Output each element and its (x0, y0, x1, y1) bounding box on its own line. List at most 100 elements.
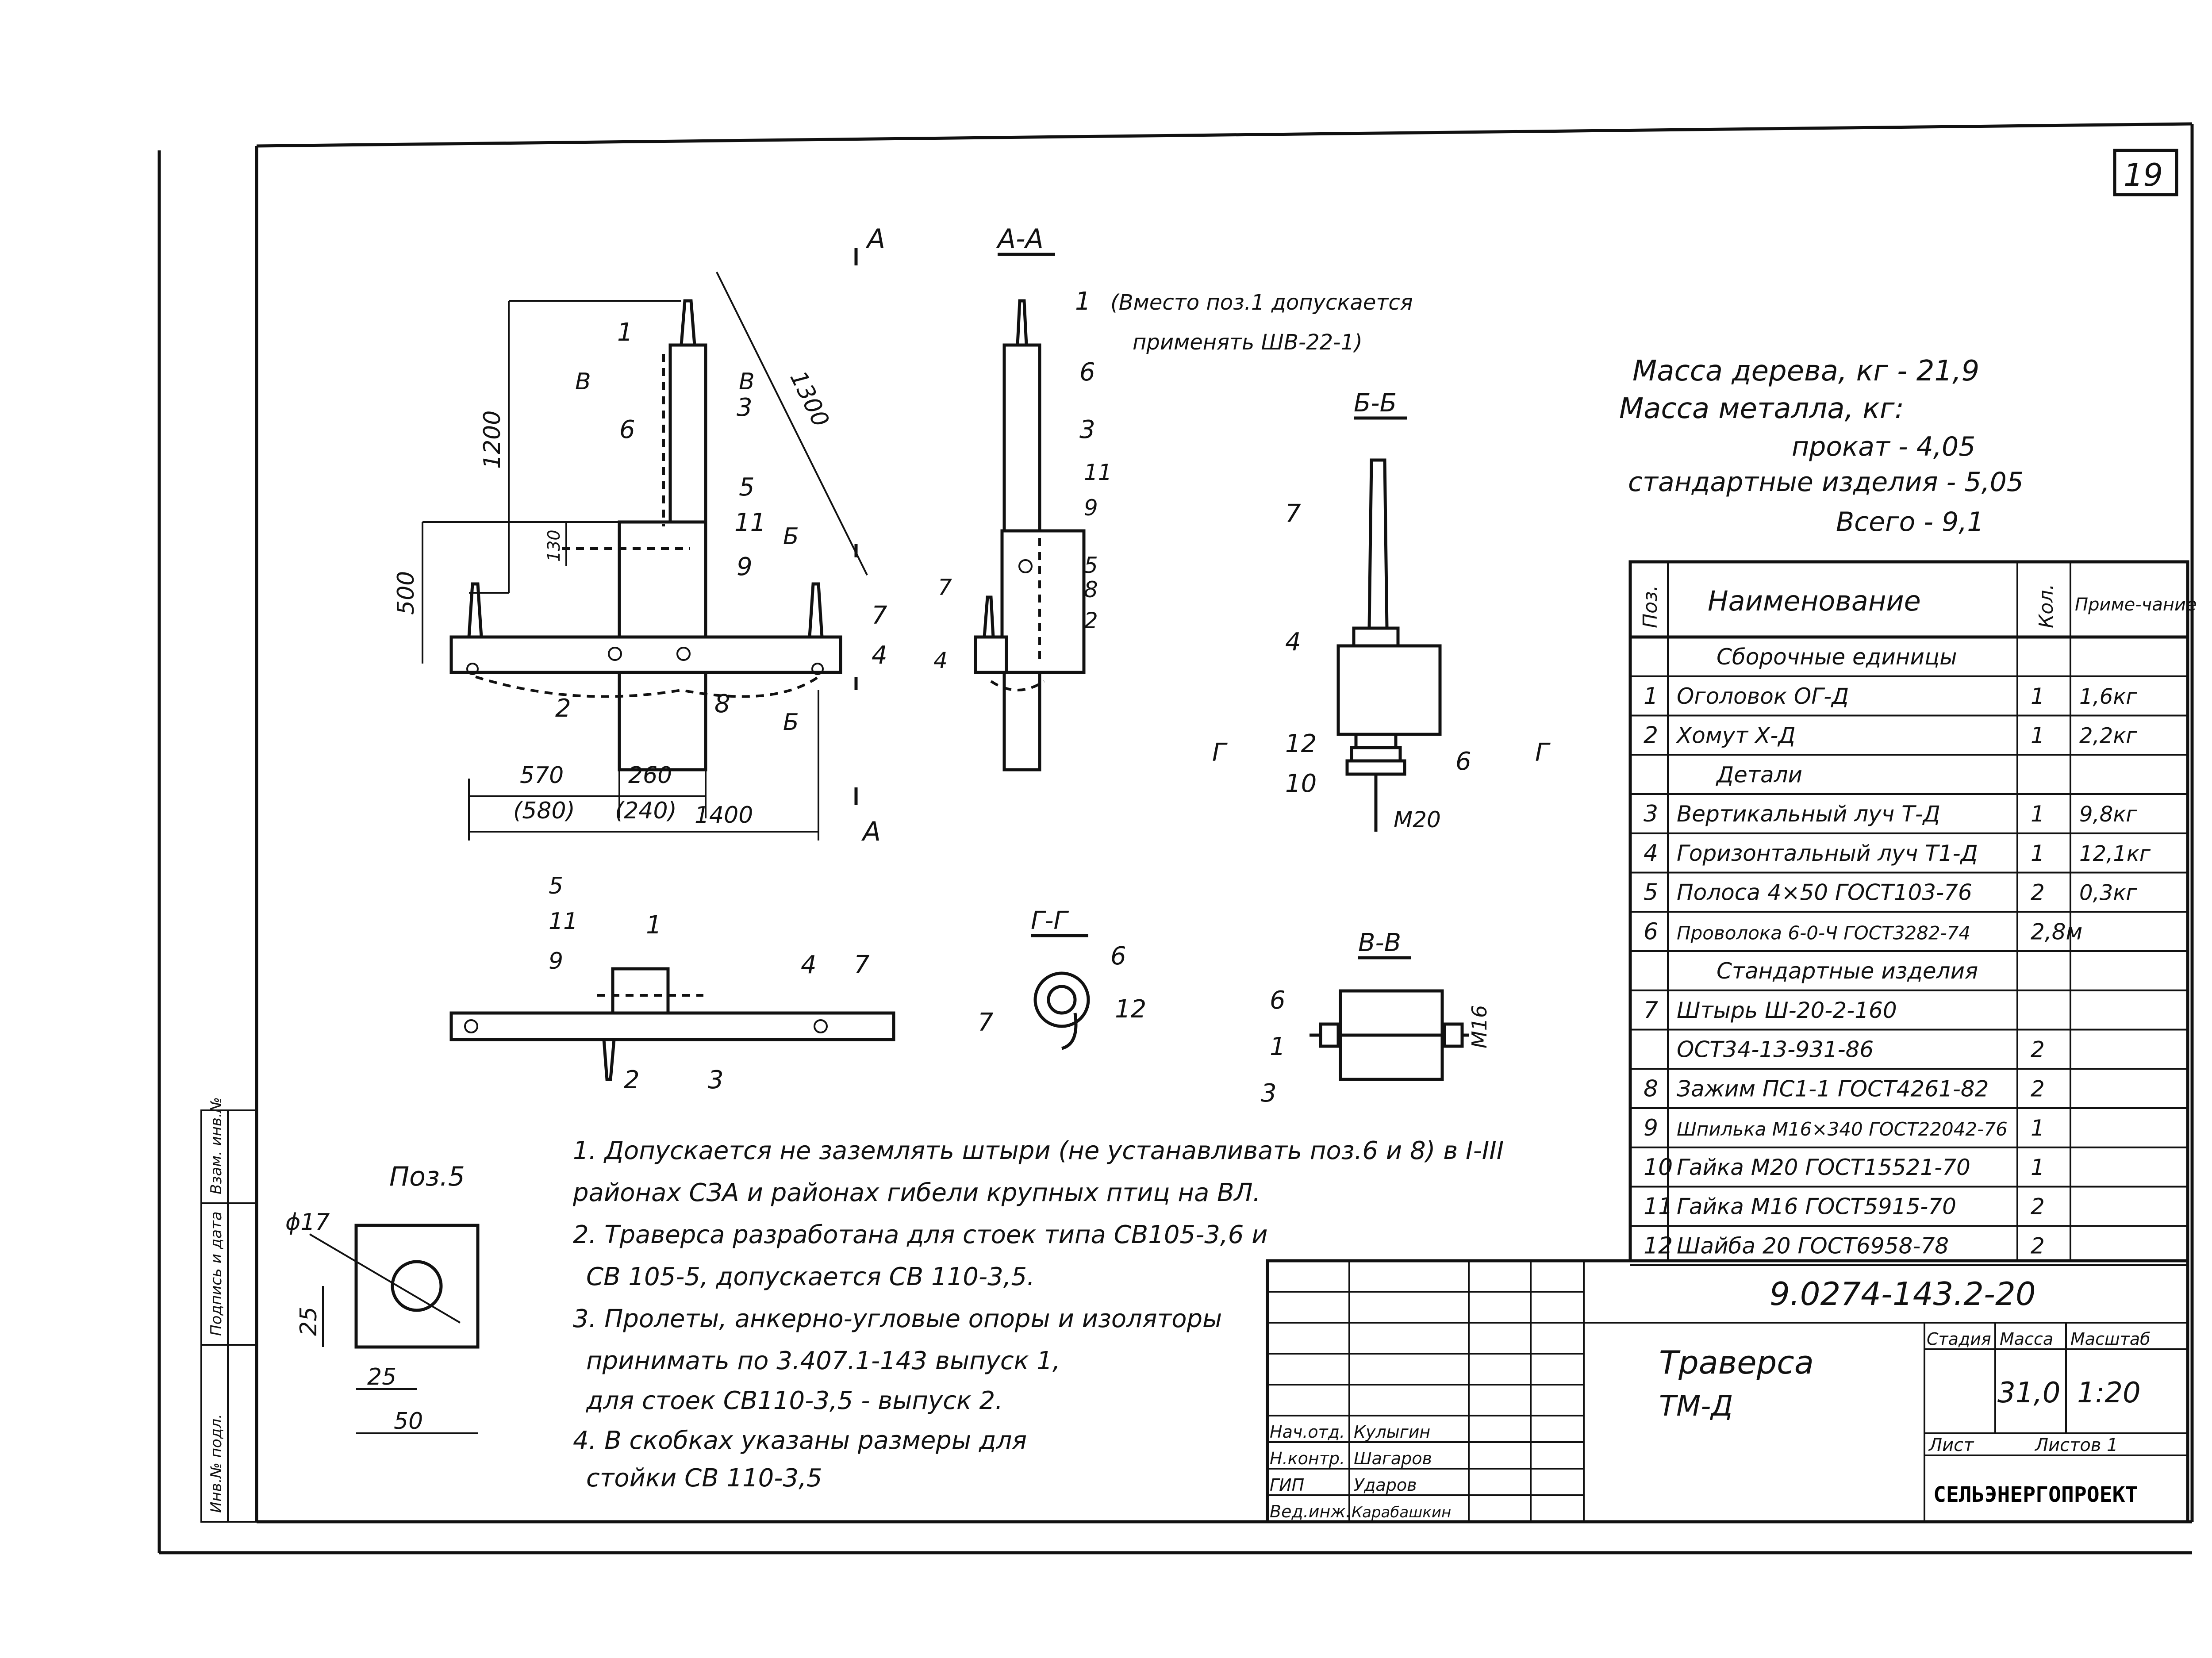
main-callout-2: 2 (555, 694, 571, 723)
spec-row-pos: 1 (1644, 683, 1658, 710)
spec-row-name: Вертикальный луч Т-Д (1677, 801, 1940, 827)
doc-code: 9.0274-143.2-20 (1770, 1275, 2036, 1313)
view-gg: Г-Г 6 7 12 (978, 906, 1146, 1050)
mass-label: Масса (2000, 1329, 2053, 1349)
side-stamp: Инв.№ подл. Подпись и дата Взам. инв.№ (200, 1097, 257, 1523)
top-callout-5: 5 (549, 873, 563, 899)
spec-row-qty: 2,8м (2031, 919, 2082, 944)
main-callout-1: 1 (617, 318, 633, 347)
gg-callout-6: 6 (1110, 942, 1126, 971)
stage-label: Стадия (1927, 1329, 1991, 1349)
main-callout-11: 11 (734, 508, 766, 537)
bb-callout-6: 6 (1455, 747, 1471, 776)
view-vv-title: В-В (1358, 929, 1401, 957)
pos5-dim-25-vert: 25 (296, 1307, 322, 1336)
vv-callout-3: 3 (1261, 1079, 1277, 1108)
spec-row-pos: 6 (1644, 918, 1658, 945)
specification-table: Поз. Наименование Кол. Приме-чание Сборо… (1628, 560, 2197, 1266)
note-line-9: стойки СВ 110-3,5 (586, 1464, 822, 1493)
mass-total: Всего - 9,1 (1836, 507, 1984, 537)
mass-standard: стандартные изделия - 5,05 (1628, 467, 2024, 498)
spec-row-note: 1,6кг (2079, 684, 2137, 709)
spec-row-pos: 3 (1644, 801, 1658, 827)
spec-row-name: Горизонтальный луч Т1-Д (1677, 841, 1978, 866)
pos5-dim-25-horiz: 25 (367, 1364, 396, 1390)
main-callout-6: 6 (619, 415, 635, 444)
cut-v-left: В (575, 368, 591, 395)
top-callout-11: 11 (549, 908, 578, 935)
spec-row-qty: 1 (2031, 801, 2045, 827)
vv-callout-1: 1 (1270, 1032, 1286, 1061)
side-stamp-sign: Подпись и дата (207, 1211, 225, 1336)
view-aa-title: А-А (996, 223, 1044, 254)
spec-row-name: Гайка М16 ГОСТ5915-70 (1677, 1194, 1956, 1220)
spec-row-qty: 2 (2031, 880, 2045, 906)
cut-b-bottom: Б (783, 709, 799, 736)
aa-callout-1: 1 (1075, 287, 1091, 316)
spec-row-name: Гайка М20 ГОСТ15521-70 (1677, 1155, 1970, 1180)
spec-row-pos: 5 (1644, 879, 1658, 906)
spec-row-name: Стандартные изделия (1717, 958, 1978, 984)
spec-row-name: Проволока 6-0-Ч ГОСТ3282-74 (1677, 922, 1970, 944)
staff-role-4: Вед.инж. (1270, 1502, 1351, 1521)
spec-row-pos: 11 (1644, 1194, 1673, 1220)
note-line-4: СВ 105-5, допускается СВ 110-3,5. (586, 1263, 1035, 1291)
bb-m20: M20 (1394, 807, 1441, 833)
cut-v-right: В (739, 368, 755, 395)
staff-name-1: Кулыгин (1354, 1422, 1430, 1442)
spec-row-qty: 2 (2031, 1076, 2045, 1101)
spec-row-pos: 10 (1644, 1154, 1673, 1181)
cut-a-bottom: А (861, 816, 881, 847)
side-stamp-inv: Инв.№ подл. (207, 1414, 225, 1513)
spec-row-qty: 2 (2031, 1233, 2045, 1259)
top-callout-7: 7 (854, 951, 870, 979)
dim-570: 570 (520, 762, 564, 789)
bb-callout-4: 4 (1285, 628, 1301, 656)
spec-row-qty: 1 (2031, 1155, 2045, 1180)
spec-row-note: 0,3кг (2079, 881, 2137, 906)
aa-note-line1: (Вместо поз.1 допускается (1110, 290, 1413, 315)
gg-callout-7: 7 (978, 1008, 994, 1037)
spec-row-note: 2,2кг (2079, 724, 2137, 748)
spec-row-pos: 9 (1644, 1115, 1658, 1141)
scale-value: 1:20 (2077, 1377, 2141, 1409)
spec-row-name: Полоса 4×50 ГОСТ103-76 (1677, 880, 1972, 906)
bb-callout-12: 12 (1285, 729, 1317, 758)
note-line-3: 2. Траверса разработана для стоек типа С… (573, 1220, 1268, 1249)
note-line-2: районах СЗА и районах гибели крупных пти… (572, 1178, 1260, 1207)
vv-callout-6: 6 (1270, 986, 1286, 1015)
view-vv: В-В 6 1 3 M16 (1261, 929, 1491, 1108)
dim-240: (240) (615, 798, 677, 824)
spec-row-pos: 2 (1644, 722, 1658, 749)
sheet-number: 19 (2124, 157, 2163, 193)
spec-row-qty: 2 (2031, 1194, 2045, 1220)
pos5-title: Поз.5 (389, 1161, 465, 1192)
spec-header-pos: Поз. (1639, 585, 1662, 628)
spec-header-qty: Кол. (2035, 584, 2058, 628)
spec-row-qty: 1 (2031, 683, 2045, 709)
main-callout-3: 3 (737, 393, 753, 422)
spec-row-name: Шпилька М16×340 ГОСТ22042-76 (1677, 1118, 2008, 1140)
aa-callout-9: 9 (1084, 495, 1098, 521)
notes-block: 1. Допускается не заземлять штыри (не ус… (572, 1136, 1504, 1493)
cut-g-right: Г (1535, 738, 1551, 767)
dim-1200: 1200 (479, 411, 506, 469)
mass-value: 31,0 (1997, 1377, 2061, 1409)
spec-row-name: Детали (1716, 762, 1802, 787)
sheets-label: Листов 1 (2034, 1435, 2118, 1455)
spec-row-qty: 1 (2031, 1115, 2045, 1141)
main-callout-5: 5 (739, 473, 755, 502)
main-view: 1200 500 130 1300 570 (580) 260 (240) 14… (393, 223, 887, 847)
spec-row-pos: 12 (1644, 1232, 1673, 1259)
spec-row-pos: 7 (1644, 997, 1658, 1024)
mass-metal-title: Масса металла, кг: (1619, 392, 1904, 425)
staff-name-3: Ударов (1354, 1475, 1417, 1495)
note-line-8: 4. В скобках указаны размеры для (573, 1426, 1027, 1455)
title-block: 9.0274-143.2-20 Траверса ТМ-Д Стадия Мас… (1266, 1259, 2189, 1524)
view-gg-title: Г-Г (1031, 906, 1069, 935)
note-line-7: для стоек СВ110-3,5 - выпуск 2. (586, 1386, 1003, 1415)
staff-name-2: Шагаров (1354, 1449, 1432, 1468)
note-line-1: 1. Допускается не заземлять штыри (не ус… (573, 1136, 1504, 1165)
aa-callout-4: 4 (933, 648, 948, 673)
aa-callout-7: 7 (938, 575, 952, 600)
